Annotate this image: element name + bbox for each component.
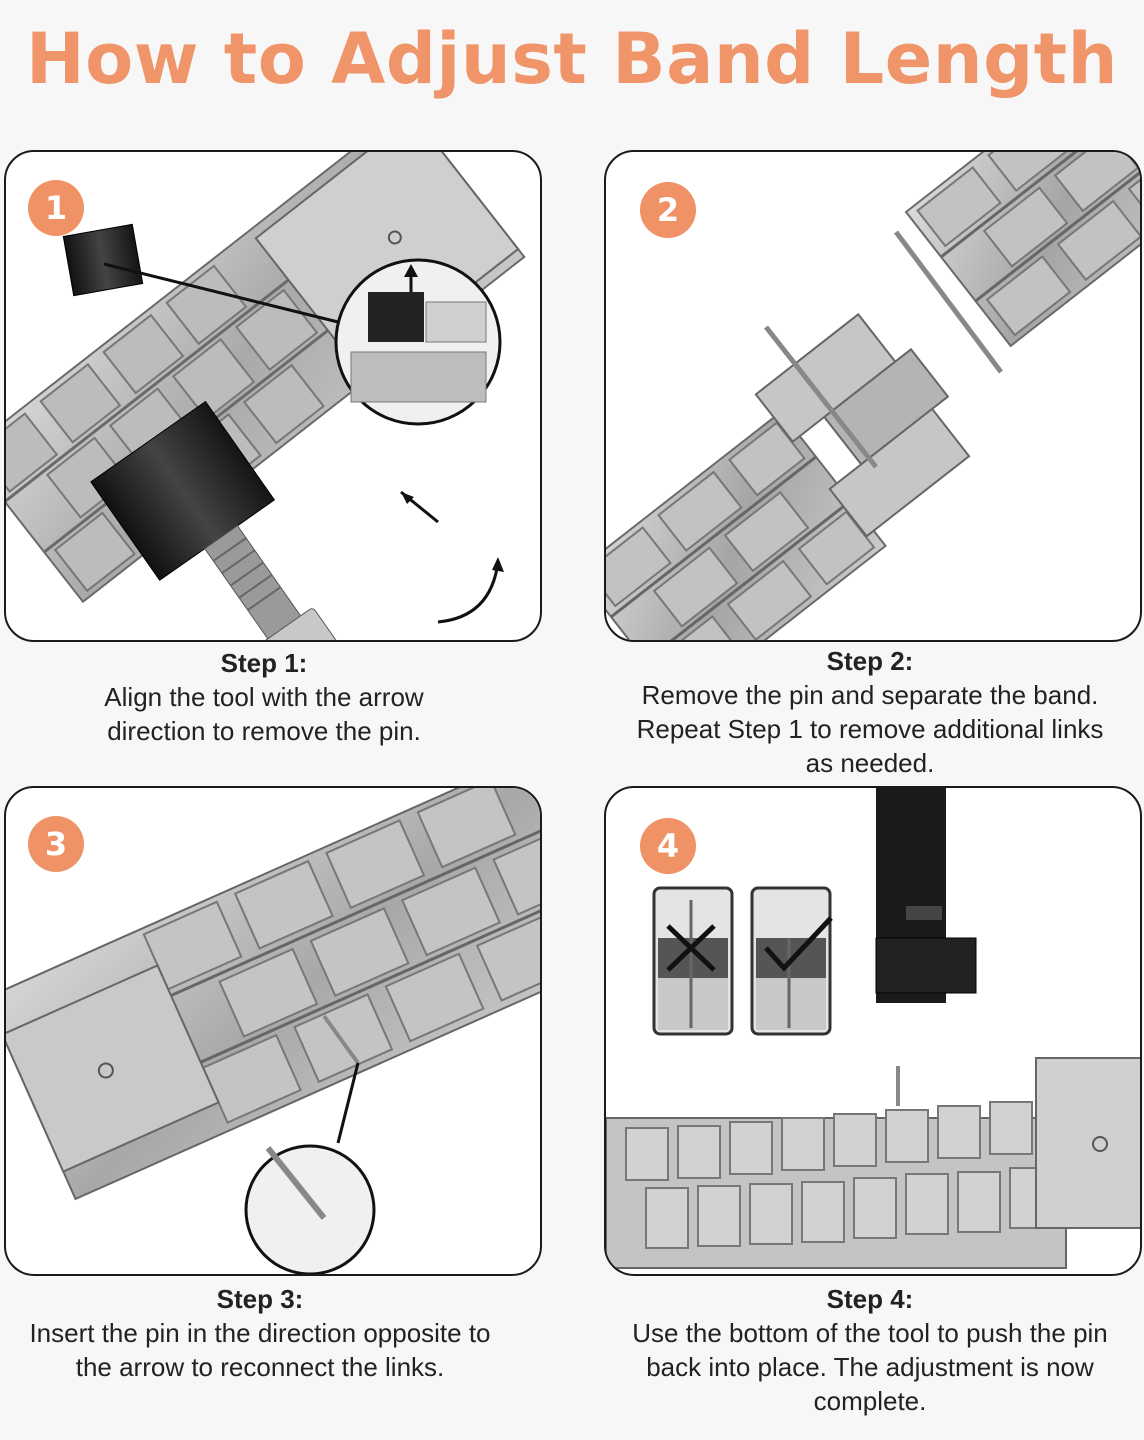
step-2-illustration: 2 — [604, 150, 1142, 642]
step-2-heading: Step 2: — [826, 646, 914, 676]
step-4-heading: Step 4: — [826, 1284, 914, 1314]
separated-band-image — [606, 152, 1140, 640]
step-1-badge: 1 — [28, 180, 84, 236]
step-3-heading: Step 3: — [216, 1284, 304, 1314]
step-4-badge: 4 — [640, 818, 696, 874]
step-4-caption: Step 4: Use the bottom of the tool to pu… — [632, 1282, 1108, 1418]
step-1-heading: Step 1: — [220, 648, 308, 678]
step-3-illustration: 3 — [4, 786, 542, 1276]
pin-push-image — [606, 788, 1140, 1269]
step-4-illustration: 4 — [604, 786, 1142, 1276]
step-2-caption: Step 2: Remove the pin and separate the … — [620, 644, 1120, 780]
step-1-illustration: 1 — [4, 150, 542, 642]
step-1-caption: Step 1: Align the tool with the arrow di… — [4, 646, 524, 748]
correct-example-box — [750, 886, 833, 1036]
wrong-example-box — [652, 886, 734, 1036]
step-4-text: Use the bottom of the tool to push the p… — [632, 1318, 1108, 1416]
pin-insertion-image — [6, 788, 540, 1274]
step-1-text: Align the tool with the arrow direction … — [104, 682, 424, 746]
step-2-badge: 2 — [640, 182, 696, 238]
step-3-text: Insert the pin in the direction opposite… — [29, 1318, 491, 1382]
page-title: How to Adjust Band Length — [26, 18, 1118, 100]
step-3-caption: Step 3: Insert the pin in the direction … — [20, 1282, 500, 1384]
step-2-text: Remove the pin and separate the band. Re… — [636, 680, 1104, 778]
step-3-badge: 3 — [28, 816, 84, 872]
pin-removal-tool-image — [6, 152, 526, 640]
